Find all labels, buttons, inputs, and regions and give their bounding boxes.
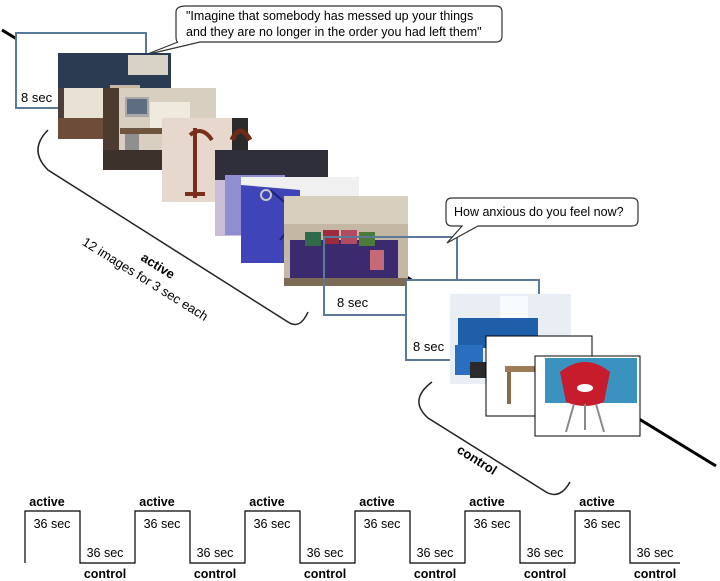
- timeline-active-label: active: [579, 495, 614, 509]
- question-frame: [323, 236, 458, 316]
- instruction-bubble: "Imagine that somebody has messed up you…: [144, 5, 503, 56]
- timeline-active-duration: 36 sec: [584, 517, 621, 531]
- timeline-labels: active 36 sec 36 sec control active 36 sec 36 …: [29, 495, 676, 581]
- instruction-text-line-1: "Imagine that somebody has messed up you…: [186, 9, 473, 23]
- timeline-active-label: active: [469, 495, 504, 509]
- timeline-control-label: control: [414, 567, 456, 581]
- timeline-active-label: active: [139, 495, 174, 509]
- instruction-duration: 8 sec: [21, 90, 53, 105]
- red-chair-photo: [534, 355, 641, 437]
- active-bracket: [37, 129, 309, 326]
- block-design-waveform: [24, 510, 680, 564]
- timeline-active-duration: 36 sec: [254, 517, 291, 531]
- timeline-control-duration: 36 sec: [197, 546, 234, 560]
- purple-sofa-photo: [284, 196, 408, 286]
- timeline-control-label: control: [634, 567, 676, 581]
- question-bubble: How anxious do you feel now?: [445, 197, 639, 244]
- timeline-active-label: active: [29, 495, 64, 509]
- timeline-control-label: control: [524, 567, 566, 581]
- timeline-active-label: active: [249, 495, 284, 509]
- active-sublabel: 12 images for 3 sec each: [80, 234, 211, 324]
- timeline-control-label: control: [304, 567, 346, 581]
- control-bracket: [418, 381, 571, 496]
- timeline-active-duration: 36 sec: [364, 517, 401, 531]
- timeline-control-label: control: [84, 567, 126, 581]
- instruction-text-line-2: and they are no longer in the order you …: [186, 25, 482, 39]
- timeline-control-duration: 36 sec: [417, 546, 454, 560]
- timeline-active-duration: 36 sec: [474, 517, 511, 531]
- timeline-control-duration: 36 sec: [87, 546, 124, 560]
- question-text: How anxious do you feel now?: [454, 205, 624, 219]
- question-duration: 8 sec: [337, 295, 369, 310]
- timeline-control-label: control: [194, 567, 236, 581]
- timeline-active-duration: 36 sec: [34, 517, 71, 531]
- timeline-active-duration: 36 sec: [144, 517, 181, 531]
- control-label: control: [454, 442, 499, 478]
- timeline-control-duration: 36 sec: [527, 546, 564, 560]
- timeline-active-label: active: [359, 495, 394, 509]
- timeline-control-duration: 36 sec: [637, 546, 674, 560]
- timeline-control-duration: 36 sec: [307, 546, 344, 560]
- rest-duration: 8 sec: [413, 339, 445, 354]
